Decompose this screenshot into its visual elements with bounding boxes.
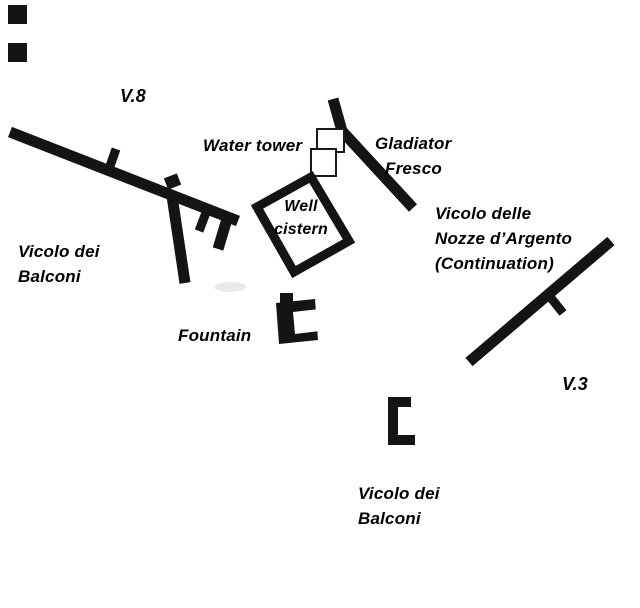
corner-square-top xyxy=(8,5,27,24)
label-nozze-line1: Vicolo delle xyxy=(435,204,532,223)
label-gladiator-fresco: Gladiator Fresco xyxy=(375,131,451,181)
street-balconi-upper-tick-down xyxy=(194,208,212,233)
label-well-line2: cistern xyxy=(274,221,328,238)
label-well-cistern: Well cistern xyxy=(262,195,340,241)
label-fountain: Fountain xyxy=(178,326,252,345)
street-balconi-upper-end-branch xyxy=(212,217,233,251)
label-water-tower: Water tower xyxy=(203,136,303,155)
street-nozze-argento-tick xyxy=(547,295,567,316)
label-balconi-upper: Vicolo dei Balconi xyxy=(18,239,100,289)
label-balconi-lower-line1: Vicolo dei xyxy=(358,484,440,503)
label-balconi-upper-line2: Balconi xyxy=(18,267,81,286)
label-gladiator-line1: Gladiator xyxy=(375,134,452,153)
street-balconi-upper-main xyxy=(8,126,240,227)
well-cistern-block xyxy=(250,170,356,279)
scan-smudge xyxy=(214,282,246,292)
water-tower-structure-lower xyxy=(310,148,337,177)
label-balconi-lower: Vicolo dei Balconi xyxy=(358,481,440,531)
street-balconi-upper-dash xyxy=(163,173,182,190)
label-gladiator-line2: Fresco xyxy=(385,159,442,178)
label-v8: V.8 xyxy=(120,86,146,106)
corner-square-bottom xyxy=(8,43,27,62)
wall-bracket-lower xyxy=(388,397,415,445)
label-balconi-upper-line1: Vicolo dei xyxy=(18,242,100,261)
label-nozze-line3: (Continuation) xyxy=(435,254,554,273)
street-balconi-upper-branch-down xyxy=(166,195,191,284)
fountain-basin-opening xyxy=(293,309,320,334)
label-well-line1: Well xyxy=(284,198,318,215)
label-balconi-lower-line2: Balconi xyxy=(358,509,421,528)
street-balconi-upper-tick-up xyxy=(103,147,121,174)
street-nozze-argento xyxy=(465,236,615,367)
label-v3: V.3 xyxy=(562,374,588,394)
label-nozze-argento: Vicolo delle Nozze d’Argento (Continuati… xyxy=(435,201,572,276)
label-nozze-line2: Nozze d’Argento xyxy=(435,229,573,248)
